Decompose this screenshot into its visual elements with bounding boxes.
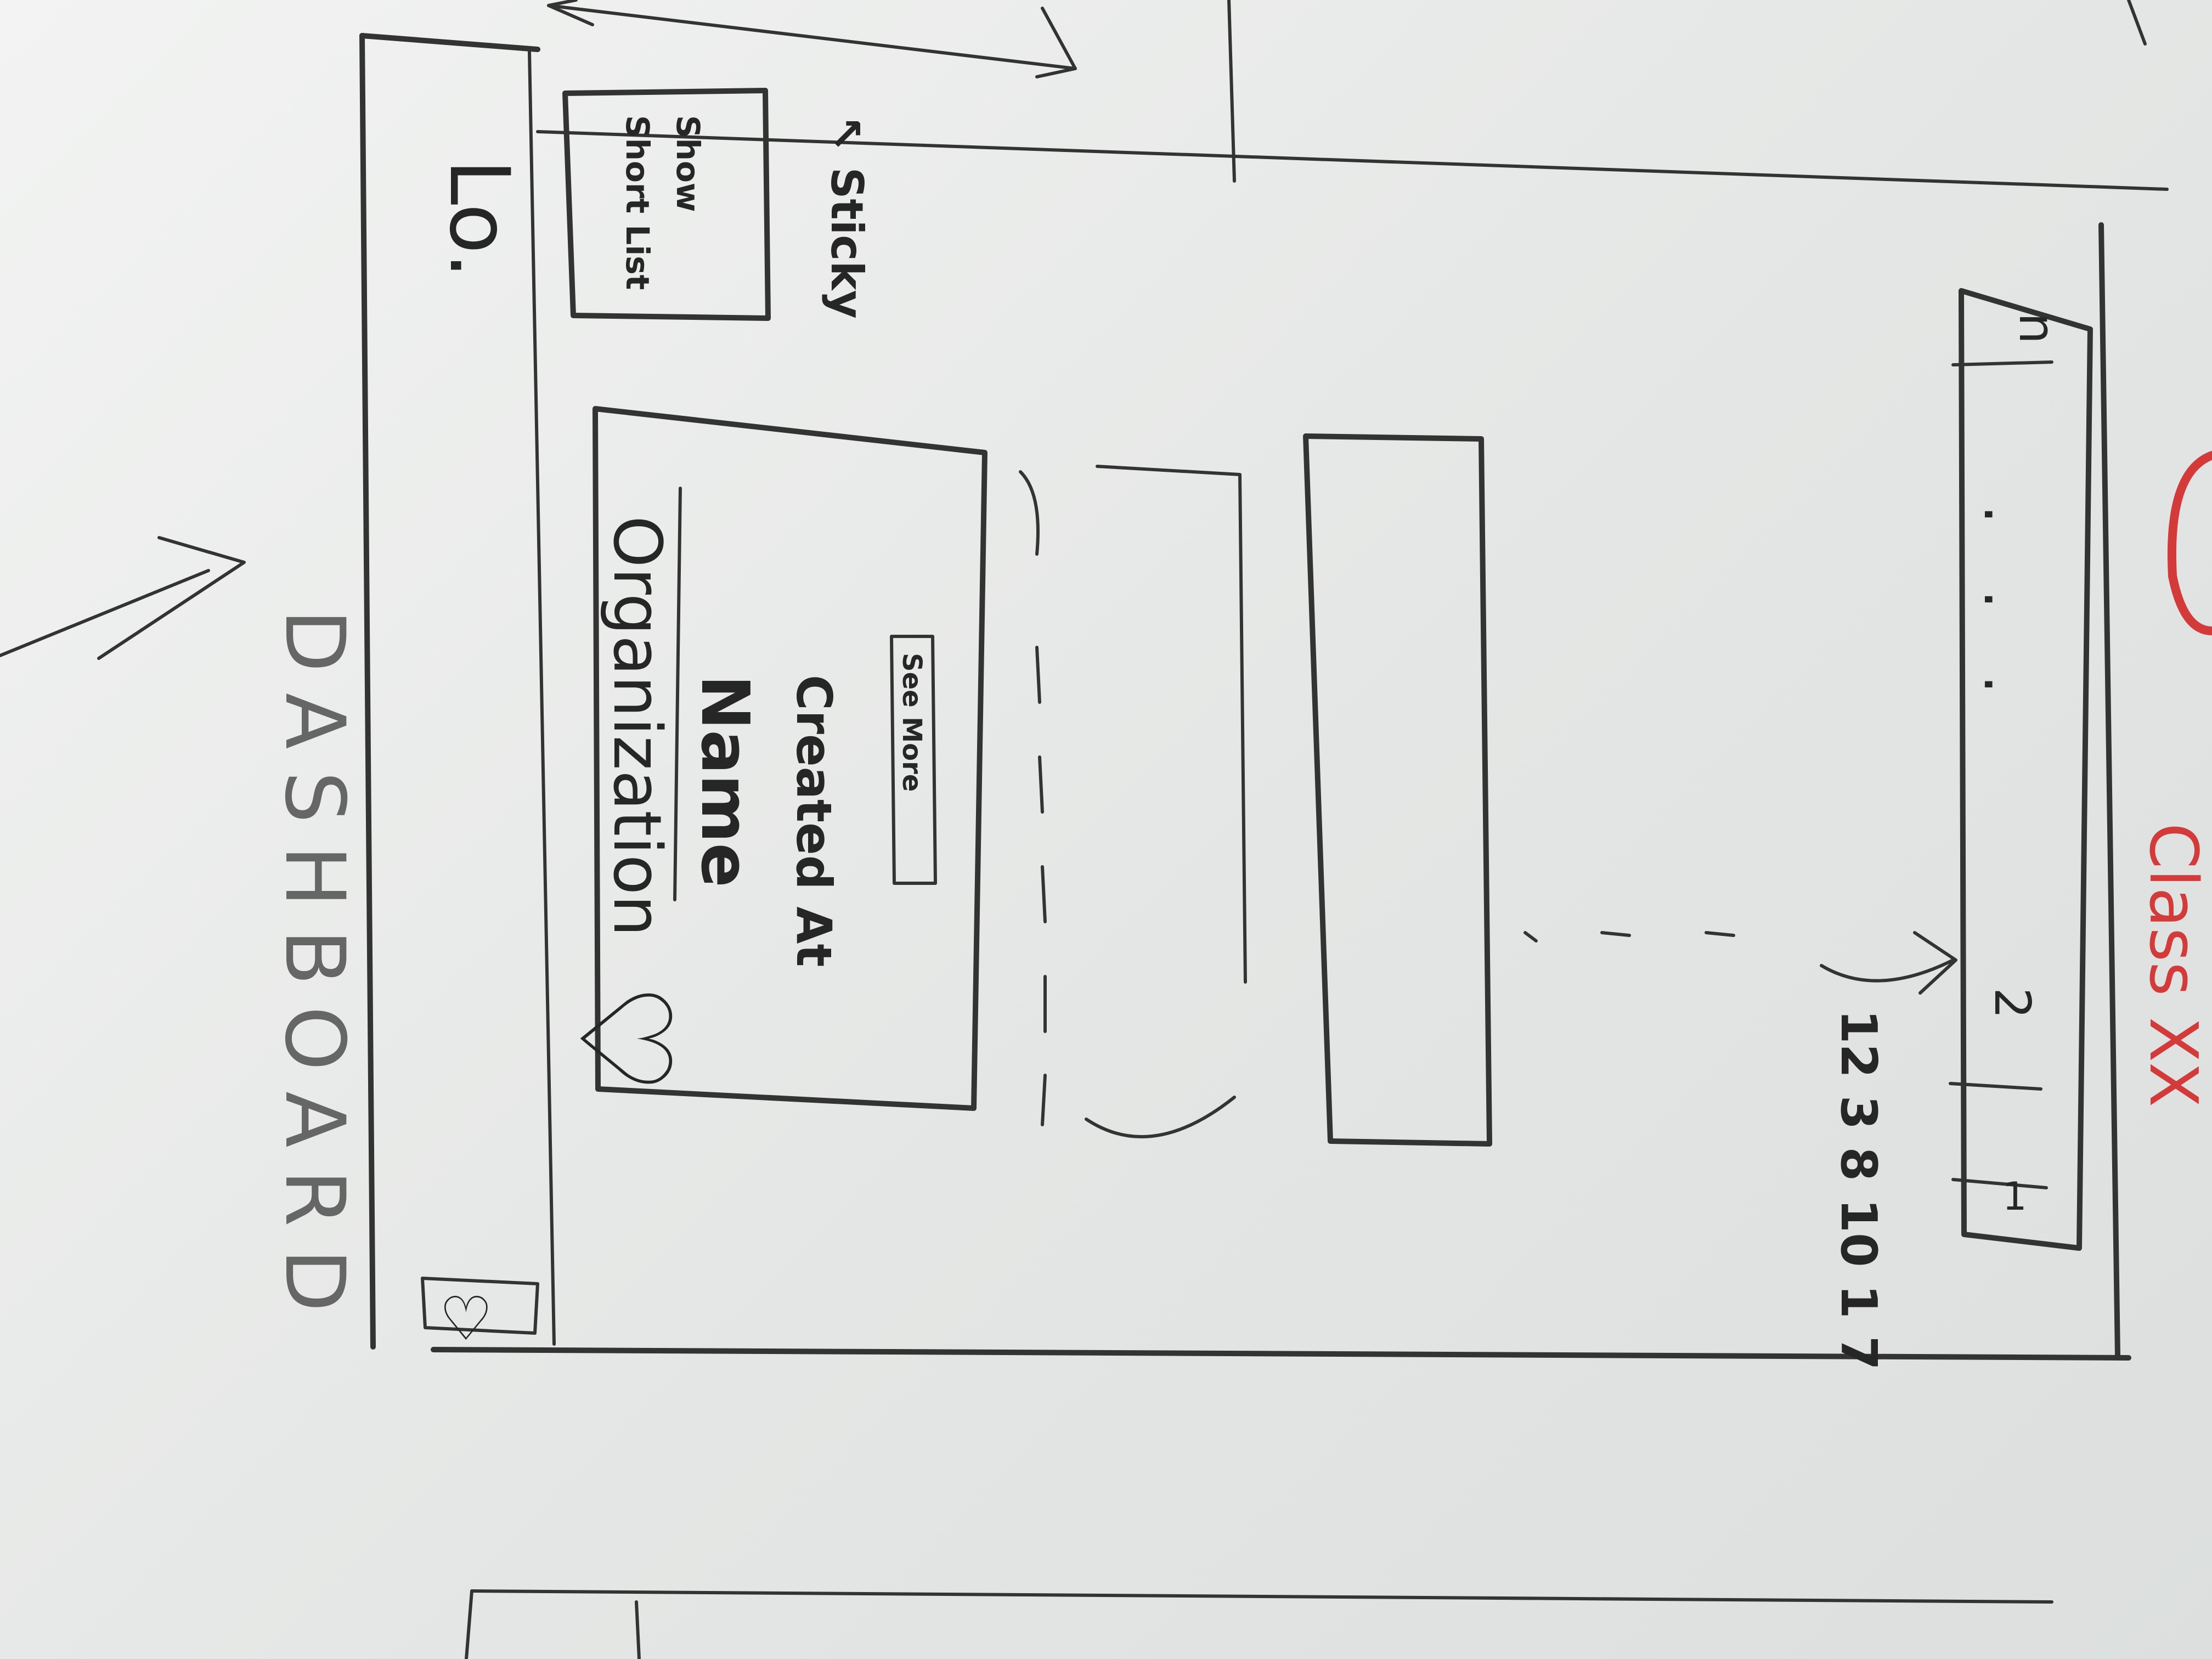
arrow-line-top [547,4,1077,70]
dashed-card-bottom [1085,1096,1236,1138]
arrow-tail-top [547,0,594,26]
org-card-title: Organization [599,516,675,937]
red-annotation-arc [2167,451,2212,635]
red-annotation-text: Class XX [2135,823,2211,1108]
header-divider [528,50,556,1346]
title-arrow-head [97,536,246,660]
frame-right-edge [2098,222,2120,1358]
right-panel-corner [2127,0,2147,46]
org-card-name-label: Name [686,675,763,888]
frame-left-edge [359,33,376,1350]
org-card-outline [592,406,988,1111]
see-more-outline [890,635,937,885]
pagination-page-2[interactable]: 2 [1983,988,2041,1019]
pagination-bar [1959,288,2093,1251]
sticky-annotation: ↖ Sticky [821,115,872,319]
page-title: DASHBOARD [267,609,362,1334]
org-card-created-label: Created At [786,675,842,967]
title-arrow-line [0,569,210,657]
right-panel-divider [1227,0,1236,183]
see-more-button[interactable]: See More [896,653,927,792]
org-card-underline [673,487,682,901]
heart-icon[interactable]: ♡ [439,1284,493,1354]
dashed-card-top [1019,470,1040,556]
show-shortlist-button[interactable]: Show Short List [619,115,707,290]
shortlist-box [562,88,771,321]
pagination-ellipsis: ... [1971,505,2041,760]
header-logo-text: Lo. [431,159,527,279]
top-bar-line [536,130,2169,191]
arrow-head-top [1035,7,1077,78]
header-logo-box [421,1277,539,1335]
heart-icon: ♡ [550,982,697,1096]
frame-top-left [359,33,540,52]
frame-bottom-edge [431,1347,2131,1361]
pagination-page-n[interactable]: n [2008,313,2066,345]
pagination-note: 12 3 8 10 1 7 [1830,1009,1887,1370]
third-card-outline [1303,433,1492,1147]
pagination-arrow [1820,958,1955,983]
pagination-page-1[interactable]: 1 [2002,1174,2027,1219]
dashed-card-right [1096,465,1247,984]
